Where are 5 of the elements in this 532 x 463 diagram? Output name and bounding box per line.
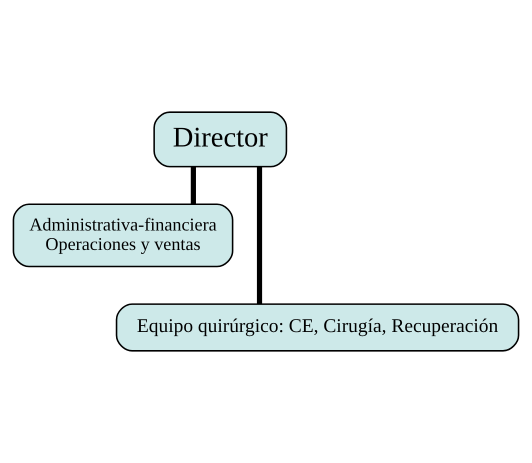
connector — [256, 166, 262, 304]
node-box: Equipo quirúrgico: CE, Cirugía, Recuperación — [116, 303, 520, 352]
node-box: Administrativa-financiera Operaciones y ventas — [12, 203, 234, 268]
node-box: Director — [153, 111, 288, 168]
connector — [190, 166, 196, 204]
